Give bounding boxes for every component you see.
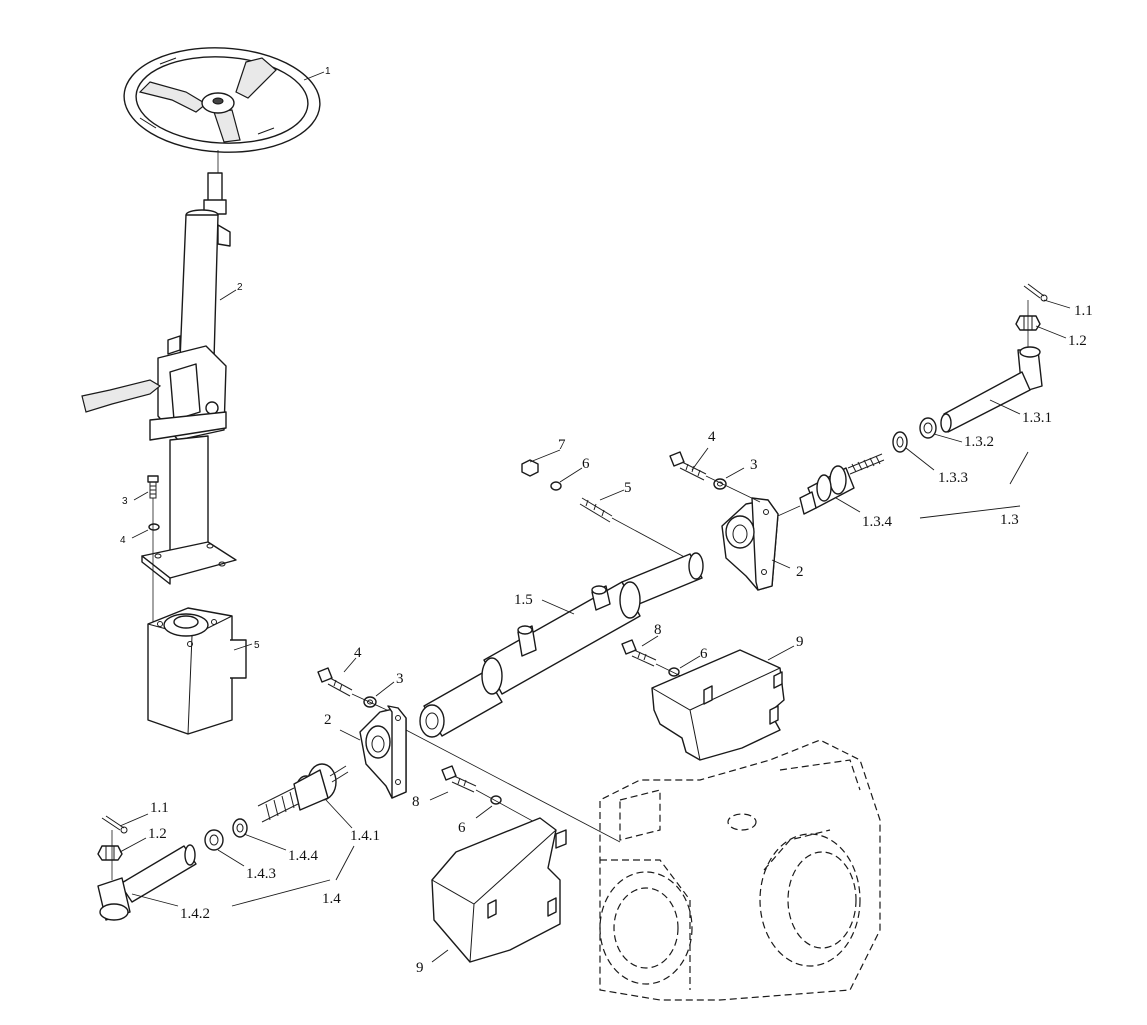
- label-washer-left: 1.4.4: [288, 848, 319, 864]
- label-column-bolt: 3: [122, 496, 128, 507]
- label-washer-mid: 6: [700, 646, 708, 662]
- label-shield-left: 9: [416, 960, 424, 976]
- label-inner-joint-right: 1.3.4: [862, 514, 893, 530]
- label-steering-wheel: 1: [325, 66, 331, 77]
- steering-wheel: [123, 47, 321, 153]
- label-castle-nut-right: 1.2: [1068, 333, 1087, 349]
- label-bolt-left: 4: [354, 645, 362, 661]
- column-bolt: [147, 475, 159, 499]
- label-jam-nut-right: 1.3.2: [964, 434, 994, 450]
- bolt-top-right: [669, 451, 707, 481]
- tie-rod-end-left: [97, 844, 197, 921]
- inner-joint-left: [257, 763, 349, 823]
- label-nut-top-mid: 7: [558, 437, 566, 453]
- shield-left: [431, 817, 567, 963]
- axle-housing: [599, 739, 881, 1001]
- jam-nut-right: [919, 417, 937, 439]
- label-steering-column: 2: [237, 282, 243, 293]
- washer-right: [892, 431, 908, 453]
- column-washer: [148, 523, 160, 531]
- jam-nut-left: [204, 829, 224, 851]
- label-tie-rod-right: 1.3: [1000, 512, 1019, 528]
- stud-top-mid: [579, 497, 613, 523]
- label-nut-left: 3: [396, 671, 404, 687]
- inner-joint-right: [799, 453, 885, 515]
- leader-lines: [119, 71, 1071, 963]
- label-cotter-pin-left: 1.1: [150, 800, 169, 816]
- washer-top-mid: [550, 481, 562, 491]
- washer-left: [232, 818, 248, 838]
- tie-rod-end-right: [940, 346, 1043, 433]
- cotter-pin-right: [1023, 283, 1048, 302]
- label-cotter-pin-right: 1.1: [1074, 303, 1093, 319]
- part-labels: 1 2 3 4 5 1.1 1.2 1.3.1 1.3.2 1.3.3 1.3.…: [120, 66, 1093, 976]
- label-bracket-left: 2: [324, 712, 332, 728]
- steering-column: [81, 172, 237, 585]
- steering-cylinder: [419, 552, 704, 738]
- label-column-washer: 4: [120, 535, 126, 546]
- label-nut-top-right: 3: [750, 457, 758, 473]
- label-shield-right: 9: [796, 634, 804, 650]
- bolt-left: [317, 667, 353, 697]
- bracket-right: [721, 497, 779, 591]
- label-jam-nut-left: 1.4.3: [246, 866, 276, 882]
- label-washer-right: 1.3.3: [938, 470, 968, 486]
- bracket-left: [359, 705, 407, 799]
- shield-right: [651, 649, 785, 761]
- label-bolt-top-right: 4: [708, 429, 716, 445]
- label-bracket-right: 2: [796, 564, 804, 580]
- bolt-low: [441, 765, 477, 793]
- label-bolt-mid: 8: [654, 622, 662, 638]
- label-cylinder: 1.5: [514, 592, 533, 608]
- label-tie-rod-end-left: 1.4.2: [180, 906, 210, 922]
- label-inner-joint-left: 1.4.1: [350, 828, 380, 844]
- label-steering-unit: 5: [254, 640, 260, 651]
- label-washer-low: 6: [458, 820, 466, 836]
- label-washer-top-mid: 6: [582, 456, 590, 472]
- steering-unit: [147, 607, 247, 735]
- label-bolt-low: 8: [412, 794, 420, 810]
- label-tie-rod-left: 1.4: [322, 891, 341, 907]
- bolt-mid: [621, 639, 657, 667]
- label-stud-top-mid: 5: [624, 480, 632, 496]
- label-tie-rod-end-right: 1.3.1: [1022, 410, 1052, 426]
- nut-top-mid: [521, 459, 539, 477]
- label-castle-nut-left: 1.2: [148, 826, 167, 842]
- castle-nut-left: [97, 845, 123, 861]
